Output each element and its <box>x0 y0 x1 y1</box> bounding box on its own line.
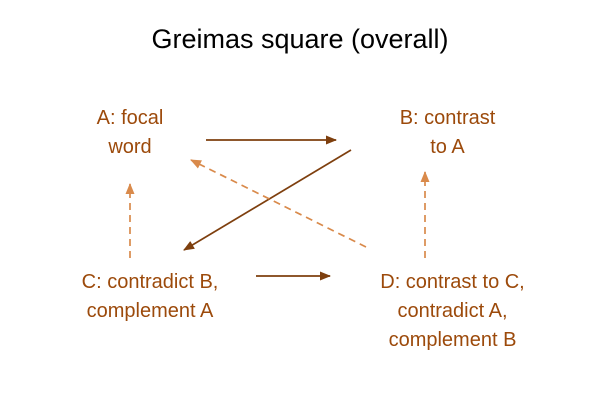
arrow-d-to-a <box>190 159 367 248</box>
node-c-label: C: contradict B, complement A <box>81 271 219 322</box>
node-b-label: B: contrast to A <box>399 107 496 158</box>
arrow-b-to-c <box>183 149 352 251</box>
diagram-title: Greimas square (overall) <box>151 24 449 54</box>
node-a-label: A: focal word <box>96 107 164 158</box>
node-d-label: D: contrast to C, contradict A, compleme… <box>380 271 525 351</box>
